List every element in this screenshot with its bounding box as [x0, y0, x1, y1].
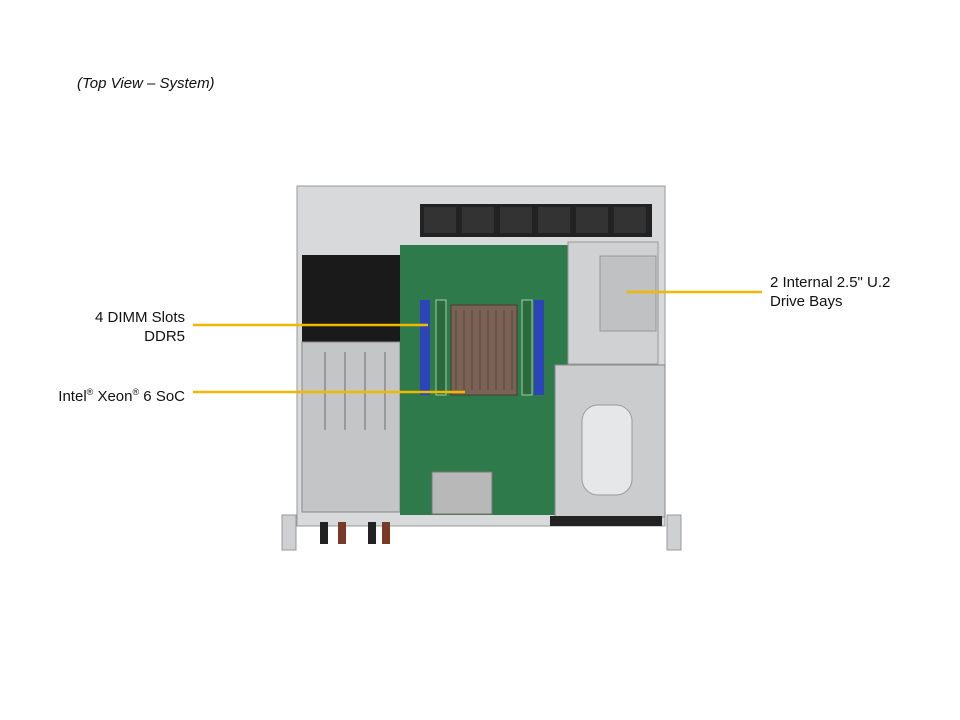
- dimm-callout: 4 DIMM Slots DDR5: [40, 308, 185, 346]
- cpu-model: 6 SoC: [139, 388, 185, 405]
- view-caption: (Top View – System): [77, 75, 215, 92]
- dimm-callout-line2: DDR5: [144, 328, 185, 345]
- right-rack-ear: [666, 514, 682, 551]
- dimm-slot: [534, 300, 544, 395]
- dimm-callout-line1: 4 DIMM Slots: [94, 309, 185, 326]
- drive-bays-callout: 2 Internal 2.5" U.2 Drive Bays: [770, 273, 890, 311]
- dimm-slot: [521, 299, 533, 396]
- fan-row: [420, 204, 652, 237]
- dimm-slot: [420, 300, 430, 395]
- dimm-slot: [435, 299, 447, 396]
- registered-mark: ®: [132, 387, 140, 397]
- drive-callout-line1: 2 Internal 2.5" U.2: [770, 274, 891, 291]
- cpu-callout: Intel® Xeon® 6 SoC: [20, 383, 185, 406]
- registered-mark: ®: [86, 387, 94, 397]
- cpu-family: Xeon: [93, 388, 133, 405]
- cpu-heatsink: [450, 304, 518, 396]
- cpu-brand: Intel: [58, 388, 87, 405]
- network-module: [431, 471, 493, 515]
- power-supply-fan-duct: [302, 255, 400, 345]
- drive-callout-line2: Drive Bays: [770, 293, 843, 310]
- left-rack-ear: [281, 514, 297, 551]
